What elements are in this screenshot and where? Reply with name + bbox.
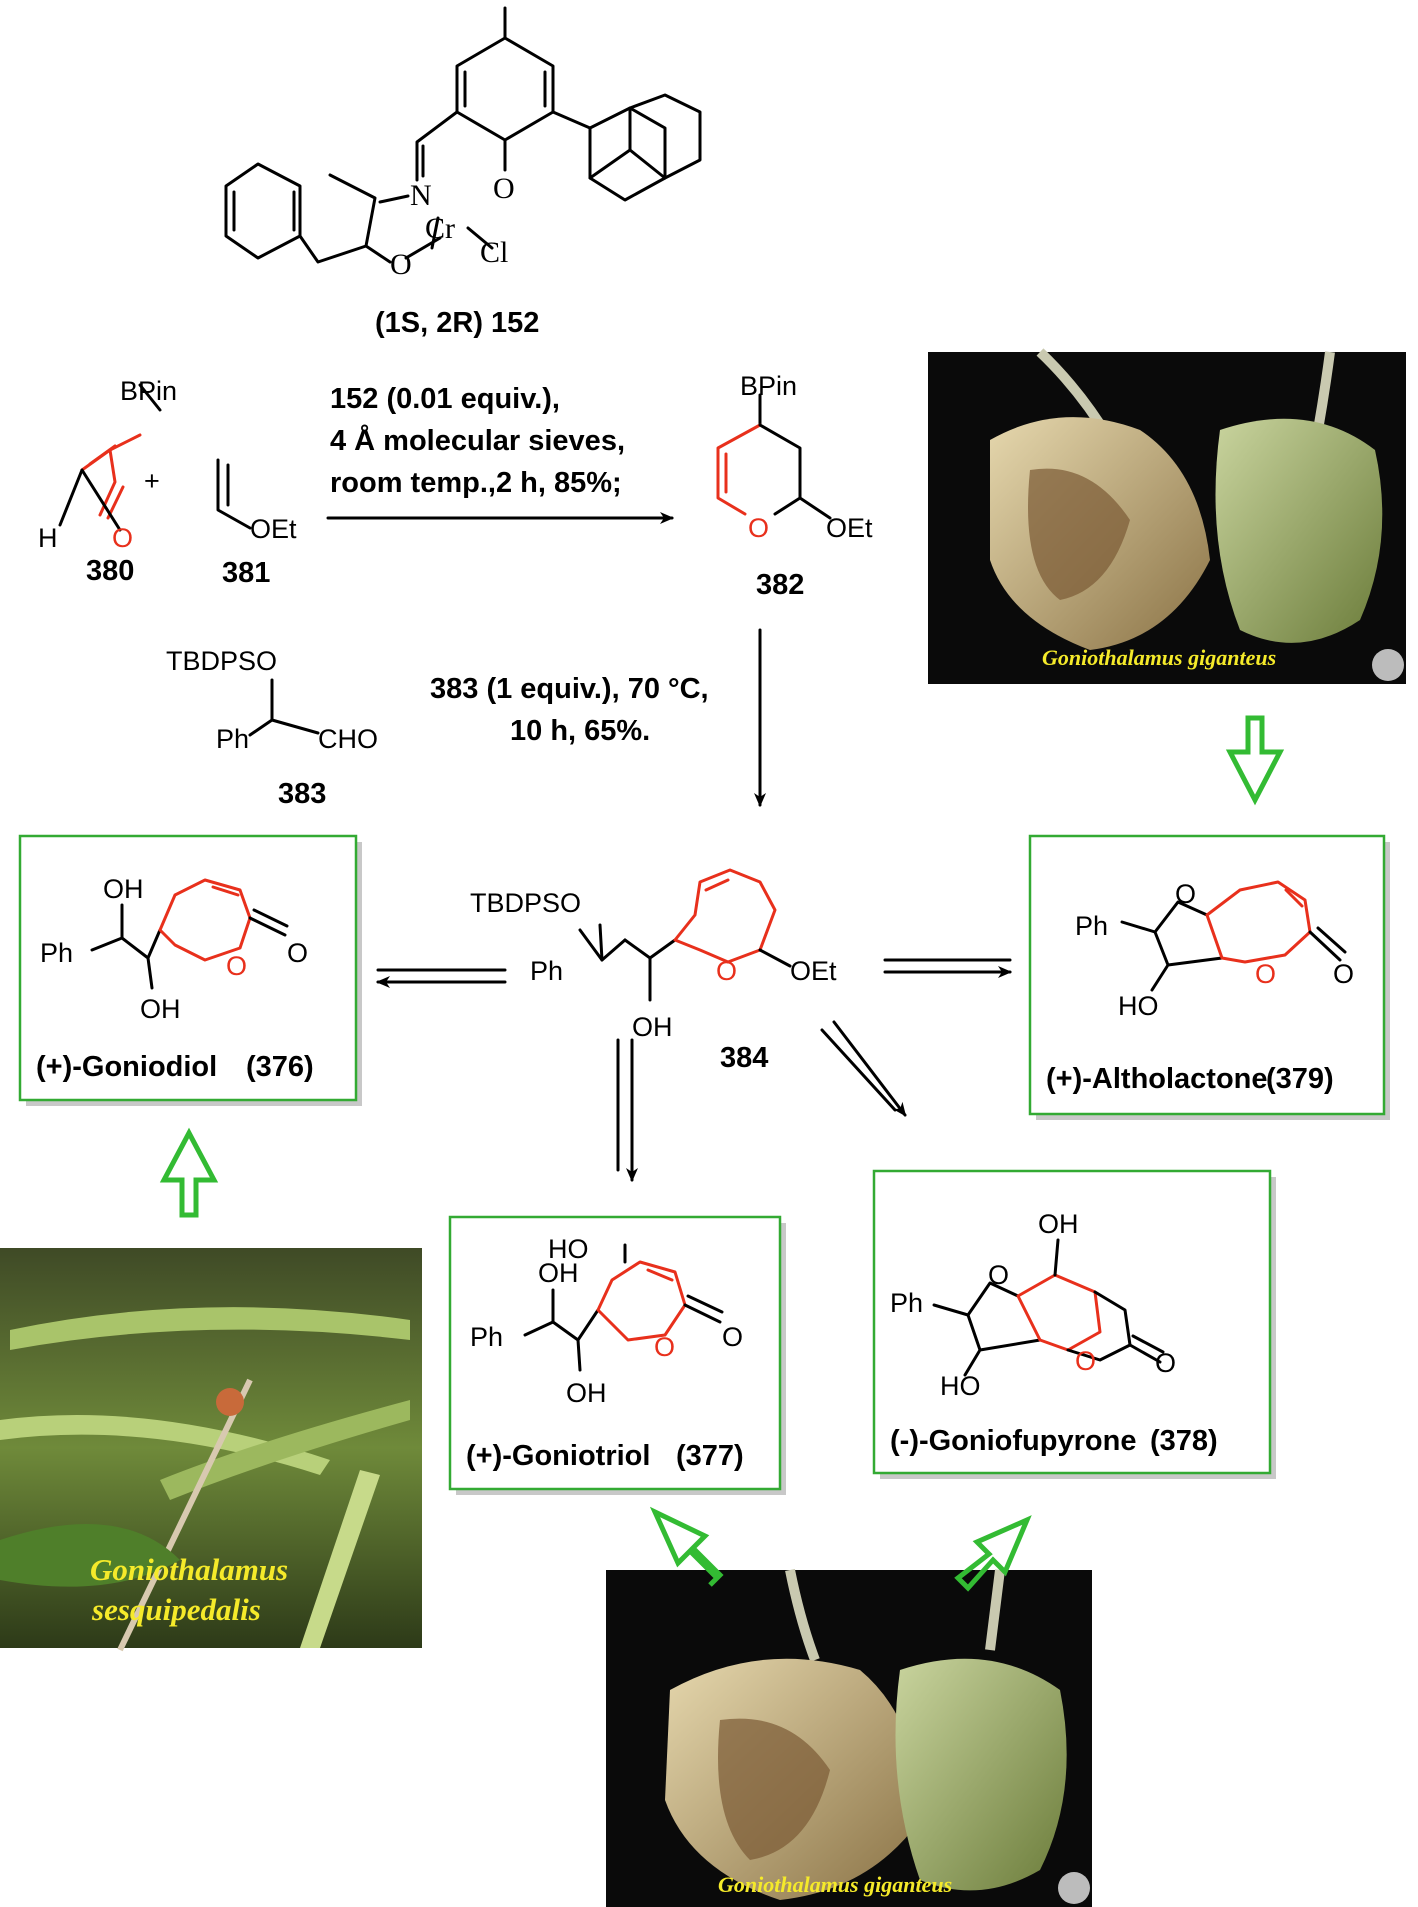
compound-383-tbdpso: TBDPSO [166, 646, 277, 676]
compound-384-tbdpso: TBDPSO [470, 888, 581, 918]
altholactone-furan-o: O [1175, 879, 1196, 909]
goniodiol-oh-2: OH [140, 994, 181, 1024]
arrow-to-goniotriol [616, 1038, 638, 1182]
photo-goniothalamus-giganteus-top [928, 348, 1406, 684]
compound-382-ring-o: O [748, 513, 769, 543]
catalyst-152-structure [224, 6, 702, 264]
compound-381-number: 381 [222, 557, 270, 589]
compound-384-ring-o: O [716, 956, 737, 986]
altholactone-name: (+)-Altholactone [1046, 1063, 1268, 1095]
altholactone-ph: Ph [1075, 911, 1108, 941]
compound-381-oet: OEt [250, 514, 297, 544]
goniofupyrone-structure [932, 1238, 1165, 1377]
compound-384-oet: OEt [790, 956, 837, 986]
catalyst-o-atom-1: O [493, 172, 515, 205]
goniodiol-name: (+)-Goniodiol [36, 1051, 217, 1083]
goniotriol-ph: Ph [470, 1322, 503, 1352]
photo-bottom-species-label: Goniothalamus giganteus [718, 1872, 952, 1897]
goniodiol-ring-o: O [226, 951, 247, 981]
altholactone-ho: HO [1118, 991, 1159, 1021]
green-arrow-goniofupyrone [954, 1515, 1032, 1592]
compound-384-ph: Ph [530, 956, 563, 986]
catalyst-label: (1S, 2R) 152 [375, 307, 539, 339]
compound-381-structure [216, 458, 252, 530]
plus-sign: + [144, 466, 160, 496]
altholactone-ring-o: O [1255, 959, 1276, 989]
goniofupyrone-ph: Ph [890, 1288, 923, 1318]
altholactone-carbonyl-o: O [1333, 959, 1354, 989]
reaction-1-condition-2: 4 Å molecular sieves, [330, 424, 625, 457]
catalyst-cr-atom: Cr [425, 212, 455, 245]
reaction-1-condition-1: 152 (0.01 equiv.), [330, 383, 560, 415]
compound-384-structure [578, 868, 792, 1002]
goniodiol-box [18, 834, 358, 1102]
goniofupyrone-furan-o: O [988, 1260, 1009, 1290]
goniofupyrone-oh: OH [1038, 1209, 1079, 1239]
goniotriol-box [448, 1215, 782, 1491]
compound-384-number: 384 [720, 1042, 768, 1074]
photo-left-species-line-1: Goniothalamus [90, 1552, 288, 1587]
compound-380-o: O [112, 523, 133, 553]
arrow-to-goniofupyrone [820, 1020, 907, 1117]
compound-382-structure [716, 393, 832, 520]
photo-goniothalamus-giganteus-bottom [606, 1569, 1092, 1907]
goniotriol-oh-2: OH [566, 1378, 607, 1408]
goniodiol-number: (376) [246, 1051, 314, 1083]
compound-383-ph: Ph [216, 724, 249, 754]
compound-382-oet: OEt [826, 513, 873, 543]
compound-382-bpin: BPin [740, 371, 797, 401]
catalyst-o-atom-2: O [390, 248, 412, 281]
goniofupyrone-box [872, 1169, 1272, 1475]
arrow-to-goniodiol [376, 968, 507, 988]
compound-383-cho: CHO [318, 724, 378, 754]
compound-380-number: 380 [86, 555, 134, 587]
compound-384-oh: OH [632, 1012, 673, 1042]
altholactone-structure [1120, 880, 1347, 992]
altholactone-number: (379) [1266, 1063, 1334, 1095]
altholactone-box [1028, 834, 1386, 1116]
goniotriol-oh-1: OH [538, 1258, 579, 1288]
compound-380-bpin: BPin [120, 376, 177, 406]
goniotriol-ring-o: O [654, 1332, 675, 1362]
compound-380-h: H [38, 523, 58, 553]
green-arrow-goniotriol [649, 1506, 724, 1587]
reaction-2-condition-2: 10 h, 65%. [510, 715, 650, 747]
compound-383-number: 383 [278, 778, 326, 810]
compound-383-structure [248, 678, 320, 737]
compound-380-structure [58, 383, 162, 532]
goniotriol-structure [523, 1243, 724, 1372]
goniodiol-structure [90, 878, 289, 990]
goniotriol-carbonyl-o: O [722, 1322, 743, 1352]
goniofupyrone-name: (-)-Goniofupyrone [890, 1425, 1136, 1457]
goniofupyrone-ho: HO [940, 1371, 981, 1401]
green-arrow-goniodiol [159, 1127, 219, 1218]
photo-goniothalamus-sesquipedalis [0, 1248, 422, 1652]
reaction-1-condition-3: room temp.,2 h, 85%; [330, 467, 622, 499]
goniofupyrone-carbonyl-o: O [1155, 1348, 1176, 1378]
goniodiol-carbonyl-o: O [287, 938, 308, 968]
goniofupyrone-ring-o: O [1075, 1346, 1096, 1376]
arrow-to-altholactone [883, 958, 1012, 978]
green-arrow-altholactone [1225, 715, 1285, 806]
goniodiol-ph: Ph [40, 938, 73, 968]
photo-top-species-label: Goniothalamus giganteus [1042, 645, 1276, 670]
catalyst-n-atom: N [410, 179, 432, 212]
goniotriol-number: (377) [676, 1440, 744, 1472]
compound-382-number: 382 [756, 569, 804, 601]
goniotriol-name: (+)-Goniotriol [466, 1440, 650, 1472]
goniodiol-oh-1: OH [103, 874, 144, 904]
catalyst-cl-atom: Cl [480, 236, 508, 269]
photo-left-species-line-2: sesquipedalis [91, 1592, 261, 1627]
goniofupyrone-number: (378) [1150, 1425, 1218, 1457]
goniotriol-ho: HO [548, 1234, 589, 1264]
reaction-2-condition-1: 383 (1 equiv.), 70 °C, [430, 673, 709, 705]
